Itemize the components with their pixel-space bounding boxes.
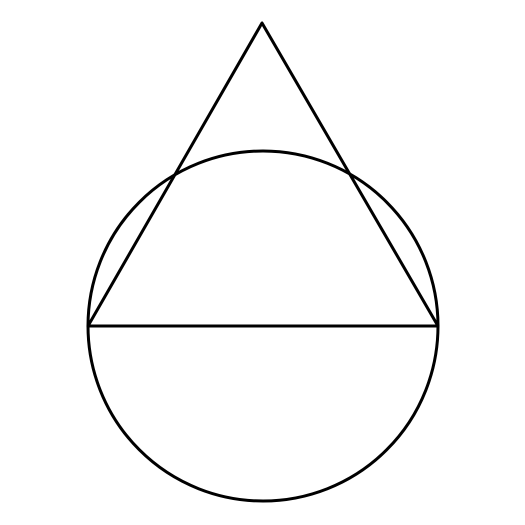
geometry-diagram [0, 0, 525, 525]
diagram-background [0, 0, 525, 525]
